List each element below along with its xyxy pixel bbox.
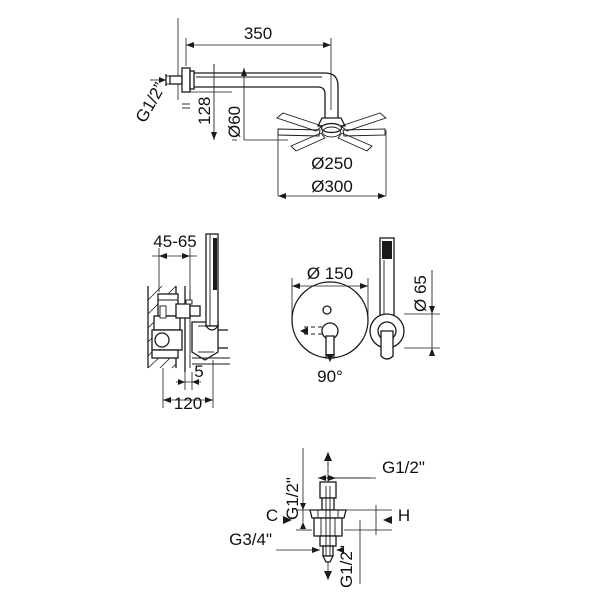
dim-label-inlet-thread: G1/2” [132,79,170,126]
handshower-handle [380,330,394,360]
view-valve-connections: G1/2" G1/2" C H G3/4" [229,448,425,588]
shower-head-star [276,112,387,152]
label-lever-rotation: 90° [317,367,343,386]
dimension-body-width: 120 [162,360,214,413]
dimension-top-thread: G1/2" [318,452,425,481]
view-mixer-trim-plate: Ø 150 90° [291,264,369,386]
dim-label-head-outer-diameter: Ø300 [311,177,353,196]
view-top-shower-arm: 350 128 Ø60 Ø250 [132,18,387,199]
dim-label-head-inner-diameter: Ø250 [311,154,353,173]
dimension-plate-diameter: Ø 150 [291,264,369,318]
rotation-indicator [300,326,334,362]
view-handshower-holder: Ø 65 [369,237,440,360]
dim-label-left-thread: G1/2" [283,477,302,520]
dim-label-wall-offset: 128 [195,97,214,125]
diverter-button [322,305,332,315]
dim-label-right-thread: G1/2" [337,545,356,588]
dimension-wall-depth: 45-65 [152,232,197,300]
dimension-plate-thickness: 5 [176,362,204,390]
label-cold-letter: C [266,506,278,525]
dimension-right-thread: G1/2" [337,520,361,588]
dim-label-arm-diameter: Ø60 [225,106,244,138]
view-mixer-wall-section: 45-65 5 120 [147,232,230,413]
mixer-lever-side [191,321,230,365]
shower-head-swivel [316,117,347,134]
concealed-valve-body [151,293,183,359]
dim-label-plate-diameter: Ø 150 [307,264,353,283]
dimension-arm-length: 350 [185,24,332,110]
dimension-left-thread: G1/2" [283,448,306,529]
mixer-cartridge [175,299,201,319]
dimension-arm-diameter: Ø60 [225,68,288,141]
dim-label-plate-thickness: 5 [194,362,203,381]
handshower-spray-face [382,241,392,259]
dim-label-holder-diameter: Ø 65 [411,275,430,312]
handshower-side-elevation [204,233,220,331]
dim-label-wall-depth: 45-65 [153,232,196,251]
dim-label-bottom-thread: G3/4" [229,530,272,549]
dimension-wall-offset: 128 [182,64,237,141]
mixer-lever-front [321,322,339,359]
label-cold-inlet: C [266,506,312,531]
dim-label-arm-length: 350 [244,24,272,43]
dimension-head-diameters: Ø250 Ø300 [277,130,387,199]
dim-label-body-width: 120 [174,394,202,413]
label-inlet-thread: G1/2” [132,77,170,126]
label-hot-letter: H [398,506,410,525]
dimension-holder-diameter: Ø 65 [404,270,440,356]
dim-label-top-thread: G1/2" [382,458,425,477]
label-hot-inlet: H [344,505,410,535]
dimension-bottom-thread: G3/4" [229,530,344,580]
shower-arm-tube [194,72,339,118]
wall-flange [181,67,195,93]
valve-body [309,481,347,563]
inlet-nipple [165,74,183,86]
